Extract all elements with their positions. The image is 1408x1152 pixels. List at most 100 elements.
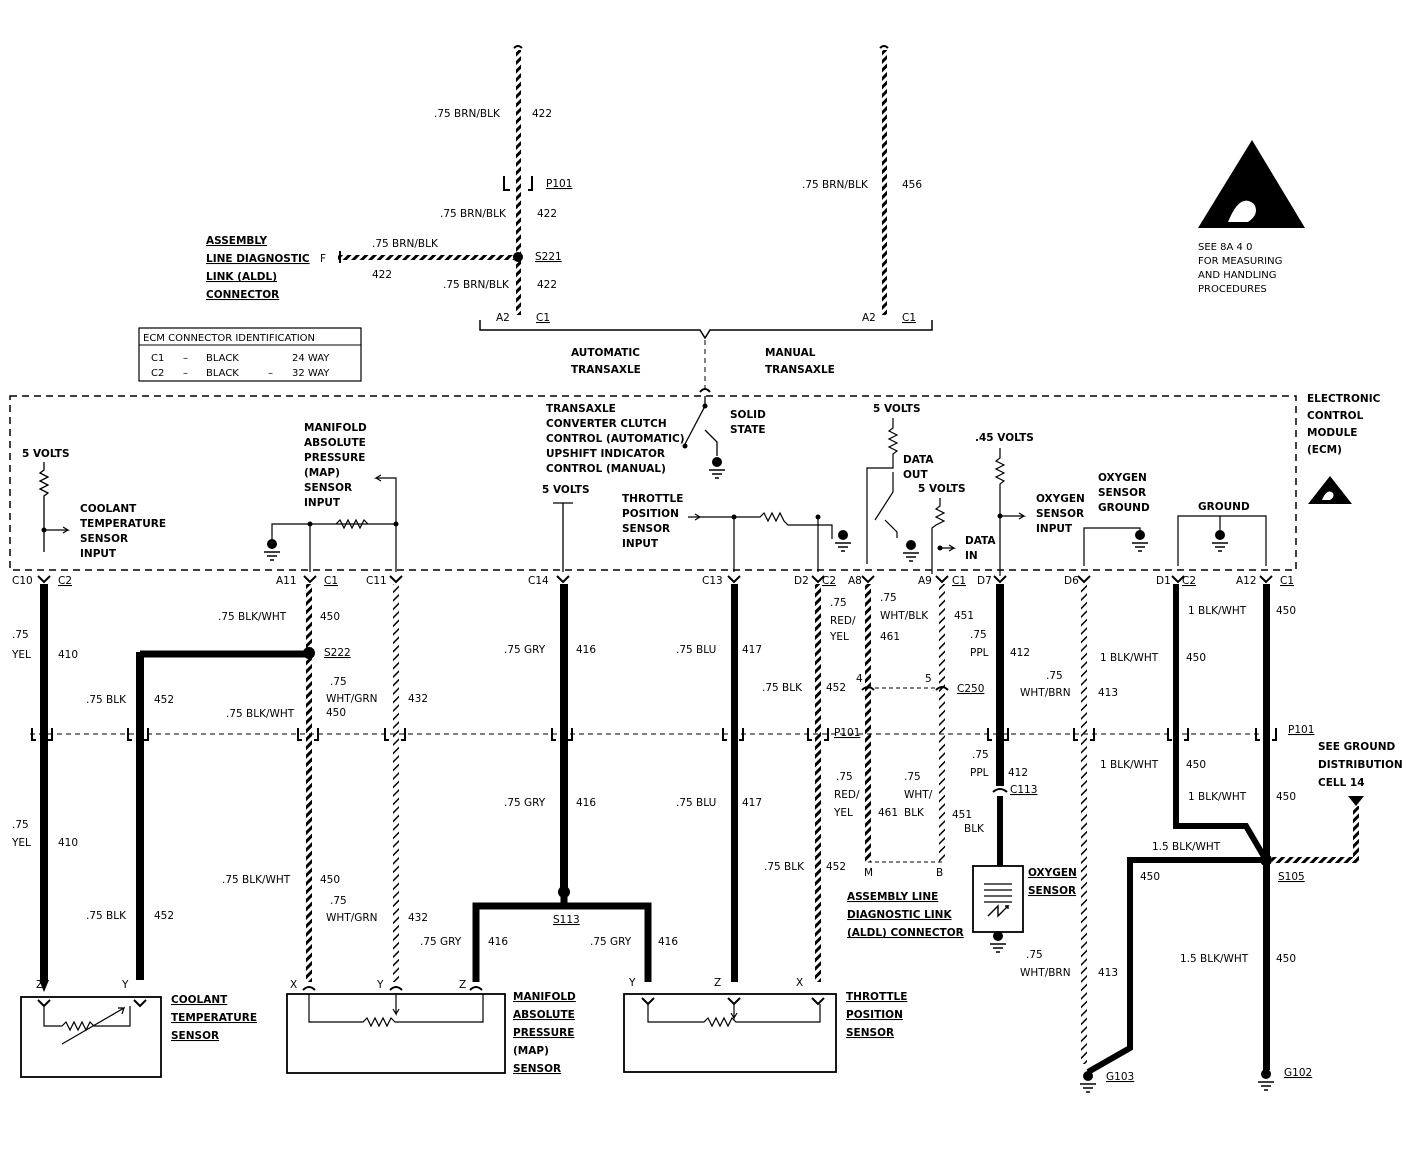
svg-text:1.5 BLK/WHT: 1.5 BLK/WHT	[1152, 841, 1221, 853]
svg-text:SENSOR: SENSOR	[1036, 508, 1084, 520]
svg-text:OXYGEN: OXYGEN	[1028, 867, 1077, 879]
svg-text:SENSOR: SENSOR	[846, 1027, 894, 1039]
pin-x: X	[290, 979, 297, 991]
svg-text:S113: S113	[553, 914, 580, 926]
map-sensor-label: MANIFOLD ABSOLUTE PRESSURE (MAP) SENSOR	[513, 991, 576, 1075]
five-volts-label: 5 VOLTS	[918, 483, 966, 495]
wire-422-branch	[338, 255, 518, 260]
splice-s221	[513, 252, 523, 262]
svg-text:C2: C2	[822, 575, 836, 587]
svg-text:450: 450	[1276, 791, 1296, 803]
oxygen-sensor-label: OXYGEN SENSOR	[1028, 867, 1077, 897]
svg-text:S222: S222	[324, 647, 351, 659]
svg-text:1 BLK/WHT: 1 BLK/WHT	[1100, 652, 1159, 664]
map-input-label: MANIFOLD ABSOLUTE PRESSURE (MAP) SENSOR …	[304, 422, 367, 509]
svg-text:WHT/BRN: WHT/BRN	[1020, 687, 1071, 699]
svg-text:D7: D7	[977, 575, 992, 587]
svg-text:YEL: YEL	[829, 631, 849, 643]
svg-text:452: 452	[826, 861, 846, 873]
svg-text:PROCEDURES: PROCEDURES	[1198, 284, 1267, 295]
connector-label: C1	[536, 312, 550, 324]
wire-label: .75 BRN/BLK	[802, 179, 869, 191]
pin-y: Y	[376, 979, 384, 991]
circuit-number: 422	[372, 269, 392, 281]
svg-text:POSITION: POSITION	[622, 508, 679, 520]
pin-x: X	[796, 977, 803, 989]
svg-text:SENSOR: SENSOR	[80, 533, 128, 545]
svg-text:(MAP): (MAP)	[513, 1045, 549, 1057]
svg-text:(ALDL) CONNECTOR: (ALDL) CONNECTOR	[847, 927, 964, 939]
svg-text:CONTROL (MANUAL): CONTROL (MANUAL)	[546, 463, 666, 475]
ground-icon	[835, 530, 851, 552]
svg-text:450: 450	[326, 707, 346, 719]
svg-text:410: 410	[58, 649, 78, 661]
volts-045-label: .45 VOLTS	[975, 432, 1034, 444]
manual-transaxle-label: MANUAL	[765, 347, 816, 359]
svg-text:451: 451	[954, 610, 974, 622]
splice-label: S221	[535, 251, 562, 263]
ground-label: GROUND	[1198, 501, 1250, 513]
svg-text:LINE DIAGNOSTIC: LINE DIAGNOSTIC	[206, 253, 310, 265]
svg-text:BLK: BLK	[904, 807, 925, 819]
svg-text:INPUT: INPUT	[622, 538, 659, 550]
svg-text:412: 412	[1010, 647, 1030, 659]
svg-text:412: 412	[1008, 767, 1028, 779]
svg-text:.75 BLK/WHT: .75 BLK/WHT	[218, 611, 287, 623]
svg-text:CONTROL (AUTOMATIC): CONTROL (AUTOMATIC)	[546, 433, 685, 445]
svg-text:450: 450	[1276, 953, 1296, 965]
svg-text:CONVERTER CLUTCH: CONVERTER CLUTCH	[546, 418, 667, 430]
svg-text:C11: C11	[366, 575, 387, 587]
svg-text:ABSOLUTE: ABSOLUTE	[304, 437, 366, 449]
ecm-boundary	[9, 395, 1297, 571]
solid-state-switch	[684, 396, 718, 456]
svg-text:WHT/GRN: WHT/GRN	[326, 912, 378, 924]
svg-text:–: –	[183, 368, 188, 379]
svg-text:(MAP): (MAP)	[304, 467, 340, 479]
svg-text:.75: .75	[970, 629, 987, 641]
svg-text:SENSOR: SENSOR	[1098, 487, 1146, 499]
svg-text:TEMPERATURE: TEMPERATURE	[171, 1012, 257, 1024]
five-volts-label: 5 VOLTS	[22, 448, 70, 460]
pin-terminals	[37, 575, 1273, 584]
svg-text:PRESSURE: PRESSURE	[513, 1027, 574, 1039]
svg-text:C10: C10	[12, 575, 33, 587]
svg-text:RED/: RED/	[834, 789, 860, 801]
connector-p101: P101	[834, 727, 860, 739]
svg-text:C1: C1	[324, 575, 338, 587]
wire-label: .75 BRN/BLK	[440, 208, 507, 220]
svg-text:SENSOR: SENSOR	[171, 1030, 219, 1042]
svg-text:UPSHIFT INDICATOR: UPSHIFT INDICATOR	[546, 448, 665, 460]
transaxle-brace	[479, 320, 933, 340]
wire-450-g103	[1086, 857, 1266, 1075]
wire-labels: .75 YEL 410 .75 YEL 410 .75 BLK 452 .75 …	[11, 592, 1403, 1083]
svg-text:YEL: YEL	[833, 807, 853, 819]
ground-g103-icon	[1080, 1071, 1096, 1093]
ecm-connector-table: ECM CONNECTOR IDENTIFICATION C1 – BLACK …	[138, 327, 362, 382]
coolant-input-label: COOLANT TEMPERATURE SENSOR INPUT	[80, 503, 166, 560]
svg-text:C1: C1	[952, 575, 966, 587]
svg-text:TEMPERATURE: TEMPERATURE	[80, 518, 166, 530]
svg-text:WHT/BRN: WHT/BRN	[1020, 967, 1071, 979]
svg-text:.75 BLK/WHT: .75 BLK/WHT	[226, 708, 295, 720]
automatic-transaxle-label: AUTOMATIC	[571, 347, 640, 359]
wire-413	[1081, 584, 1087, 1064]
pin-label: A2	[862, 312, 876, 324]
wire-label: .75 BRN/BLK	[372, 238, 439, 250]
svg-text:WHT/: WHT/	[904, 789, 933, 801]
tps-label: THROTTLE POSITION SENSOR	[846, 991, 907, 1039]
wire-410	[40, 584, 48, 980]
pin-z: Z	[459, 979, 466, 991]
wire-452-tps	[815, 584, 821, 982]
wire-label: .75 BRN/BLK	[434, 108, 501, 120]
svg-text:THROTTLE: THROTTLE	[846, 991, 907, 1003]
svg-text:D2: D2	[794, 575, 809, 587]
circuit-number: 422	[537, 208, 557, 220]
svg-text:.75: .75	[830, 597, 847, 609]
ground-icon	[264, 539, 280, 561]
pin-z: Z	[714, 977, 721, 989]
wire-450	[306, 584, 312, 982]
o2-input-label: OXYGEN SENSOR INPUT	[1036, 493, 1085, 535]
svg-text:MODULE: MODULE	[1307, 427, 1357, 439]
svg-text:.75 BLU: .75 BLU	[676, 797, 716, 809]
svg-text:C250: C250	[957, 683, 984, 695]
